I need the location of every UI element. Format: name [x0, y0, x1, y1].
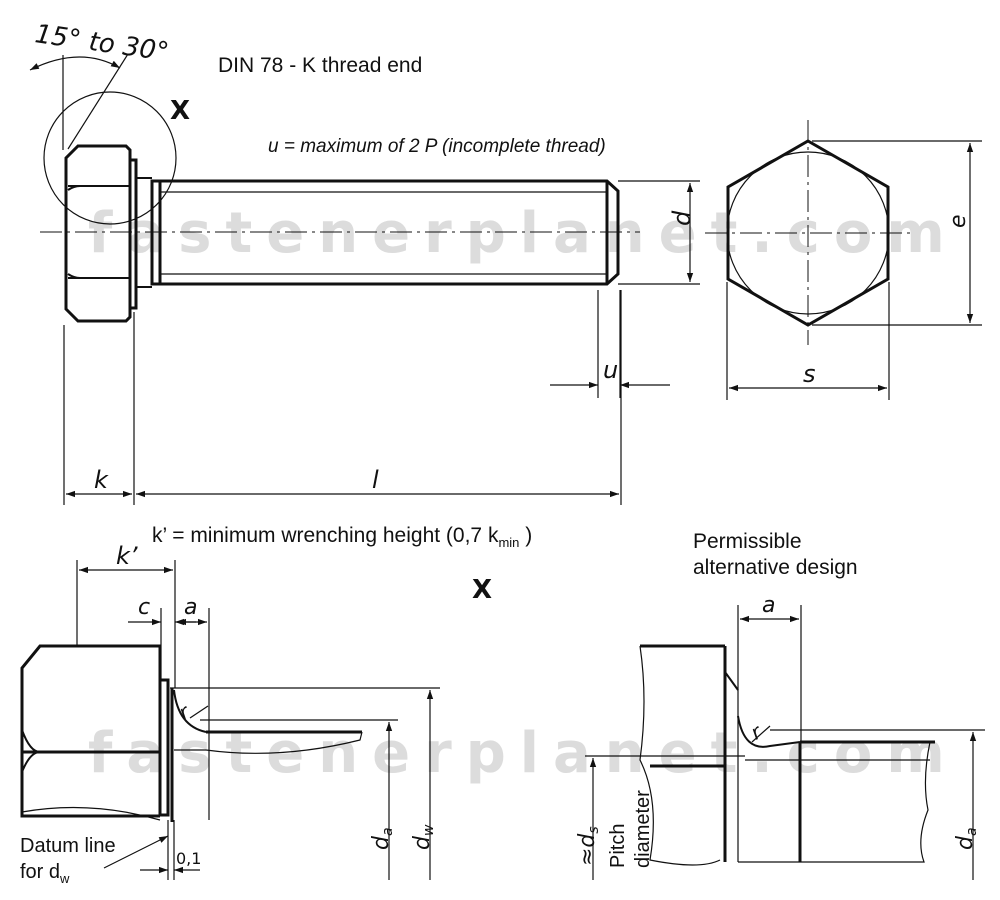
bolt-head [64, 144, 132, 323]
detail-washer-face [158, 678, 170, 817]
dim-e-label: e [946, 214, 971, 228]
drawing-title: DIN 78 - K thread end [218, 54, 422, 77]
watermark-top: fastenerplanet.com [88, 201, 959, 266]
dim-da-label: da [369, 827, 396, 850]
dim-ds-label: ≈ds [575, 826, 602, 866]
k-prime-note: k’ = minimum wrenching height (0,7 kmin … [152, 524, 532, 550]
datum-line-2: for dw [20, 861, 70, 886]
dim-s-label: s [803, 360, 816, 388]
detail-x-marker-bottom: X [472, 575, 492, 605]
dim-l-label: l [372, 466, 379, 494]
washer-face [128, 158, 138, 310]
dim-k-label: k [94, 466, 109, 494]
alt-shank-break [738, 741, 931, 863]
datum-line-1: Datum line [20, 835, 116, 857]
alt-design-line-1: Permissible [693, 530, 802, 553]
u-note: u = maximum of 2 P (incomplete thread) [268, 136, 606, 157]
dim-u-label: u [603, 356, 618, 384]
hex-end-view: e s [705, 120, 982, 400]
dim-dw-label: dw [410, 824, 437, 850]
detail-head [20, 644, 162, 818]
alt-dim-a-label: a [762, 593, 775, 618]
detail-x-alternative: a r da ≈ds Pitch diameter [575, 593, 985, 880]
detail-x-standard: k’ c a r da dw 0,1 Datum line for dw [20, 542, 440, 886]
detail-x-circle [43, 91, 177, 225]
datum-leader [103, 835, 169, 869]
pitch-diameter-line-2: diameter [632, 790, 654, 868]
pitch-diameter-line-1: Pitch [607, 824, 629, 868]
alt-design-line-2: alternative design [693, 556, 858, 579]
detail-fillet [173, 689, 207, 733]
angle-arc [29, 56, 121, 71]
alt-dim-da-label: da [953, 827, 980, 850]
dim-tolerance-label: 0,1 [176, 849, 201, 868]
dim-d-label: d [668, 210, 696, 226]
dim-c-label: c [138, 595, 150, 620]
alt-fillet [737, 715, 801, 748]
dim-k-prime-label: k’ [116, 542, 138, 570]
alt-head-break [639, 645, 721, 866]
detail-x-marker-top: X [170, 96, 190, 126]
dim-a-label: a [184, 595, 197, 620]
